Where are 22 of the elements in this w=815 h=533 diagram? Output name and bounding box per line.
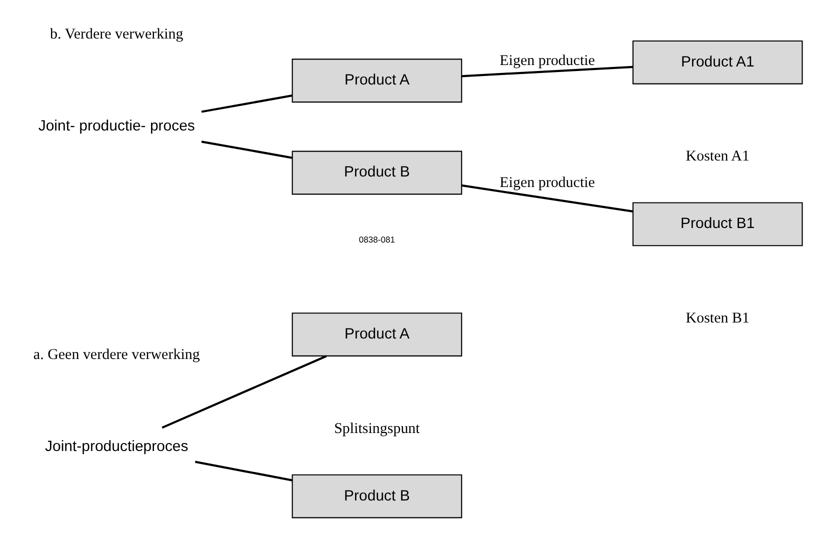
node-box: Product A bbox=[292, 312, 462, 356]
edge-label: Eigen productie bbox=[500, 52, 595, 69]
label: Kosten B1 bbox=[686, 310, 750, 326]
label: a. Geen verdere verwerking bbox=[33, 346, 200, 363]
node-box: Product B1 bbox=[632, 202, 803, 246]
node-box: Product B bbox=[292, 150, 462, 195]
node-text: Joint- productie- proces bbox=[38, 118, 195, 135]
connector bbox=[201, 94, 292, 113]
label: Splitsingspunt bbox=[334, 420, 420, 437]
connector bbox=[462, 66, 634, 78]
node-box: Product A bbox=[292, 58, 462, 103]
connector bbox=[194, 460, 292, 482]
connector bbox=[162, 355, 327, 429]
connector bbox=[201, 140, 292, 159]
label: 0838-081 bbox=[358, 234, 396, 244]
label: b. Verdere verwerking bbox=[50, 26, 184, 43]
edge-label: Eigen productie bbox=[500, 174, 595, 191]
node-box: Product B bbox=[292, 474, 462, 518]
node-box: Product A1 bbox=[632, 40, 803, 84]
label: Kosten A1 bbox=[686, 148, 750, 165]
node-text: Joint-productieproces bbox=[45, 438, 188, 455]
connector bbox=[462, 184, 634, 213]
